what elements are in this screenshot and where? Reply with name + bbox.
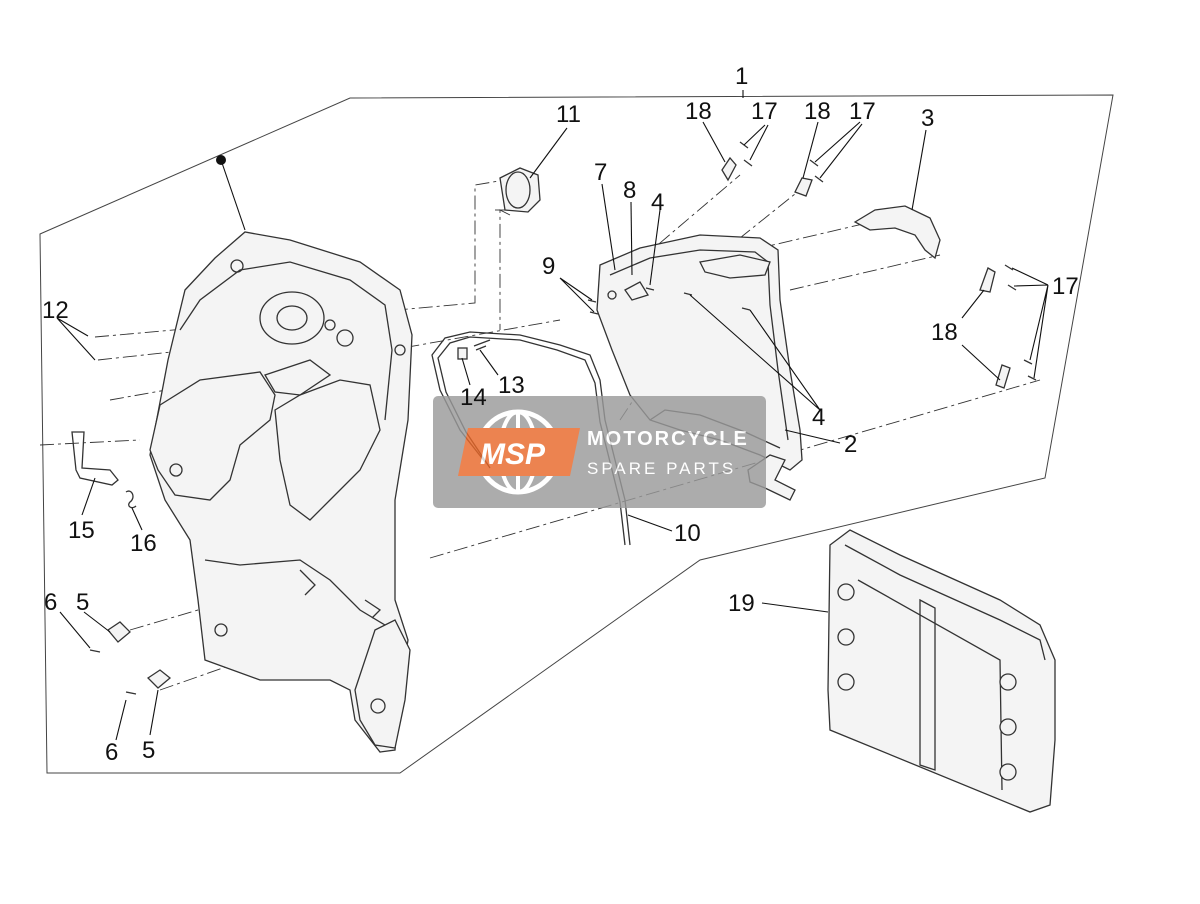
legshield-back-panel [149, 231, 413, 753]
msp-watermark: MSP MOTORCYCLE SPARE PARTS [433, 396, 766, 508]
watermark-logo-text: MSP [480, 438, 546, 471]
callout-6-bottom: 6 [105, 739, 118, 766]
callout-19: 19 [728, 590, 755, 617]
leader-lines [56, 90, 1049, 741]
door-screws [587, 287, 751, 315]
callout-4-top: 4 [651, 189, 664, 216]
callout-12: 12 [42, 297, 69, 324]
part-5-6-clips [89, 621, 172, 695]
callout-6-top: 6 [44, 589, 57, 616]
callout-10: 10 [674, 520, 701, 547]
callout-5-top: 5 [76, 589, 89, 616]
callout-2: 2 [844, 431, 857, 458]
callout-4-bottom: 4 [812, 404, 825, 431]
watermark-line-2: SPARE PARTS [587, 459, 736, 478]
part-13-screw [473, 339, 491, 351]
callout-17-a: 17 [751, 98, 778, 125]
callout-16: 16 [130, 530, 157, 557]
part-11-cap [499, 167, 541, 213]
callout-14: 14 [460, 384, 487, 411]
assembly-frame [39, 94, 1114, 774]
callout-13: 13 [498, 372, 525, 399]
callout-18-a: 18 [685, 98, 712, 125]
callout-8: 8 [623, 177, 636, 204]
callout-1: 1 [735, 63, 748, 90]
callout-7: 7 [594, 159, 607, 186]
watermark-line-1: MOTORCYCLE [587, 428, 749, 450]
callout-17-c: 17 [1052, 273, 1079, 300]
callout-5-bottom: 5 [142, 737, 155, 764]
callout-11: 11 [556, 101, 581, 128]
part-3-trim [853, 205, 941, 260]
hinge-parts [721, 141, 1037, 389]
callout-18-c: 18 [931, 319, 958, 346]
part-19-pad [827, 529, 1056, 813]
callout-9: 9 [542, 253, 555, 280]
callout-3: 3 [921, 105, 934, 132]
part-14-clip [457, 347, 468, 360]
msp-logo-badge [458, 428, 580, 476]
part-15-bracket [71, 431, 119, 486]
part-16-spring [125, 490, 137, 509]
callout-17-b: 17 [849, 98, 876, 125]
callout-labels: 1 2 3 4 4 5 5 6 6 7 8 9 10 11 12 13 14 1… [42, 63, 1079, 766]
callout-15: 15 [68, 517, 95, 544]
callout-18-b: 18 [804, 98, 831, 125]
